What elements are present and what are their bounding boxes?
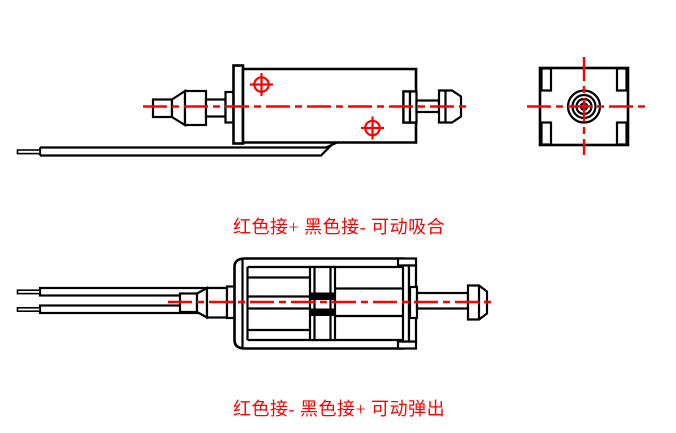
wire-outline-top — [40, 141, 338, 149]
mounting-flange — [232, 64, 245, 145]
side-view-pull-in — [16, 64, 468, 157]
end-view — [527, 57, 646, 155]
winding-mark — [310, 292, 335, 300]
position-target-icon — [361, 116, 384, 140]
label-wiring-push-out: 红色接- 黑色接+ 可动弹出 — [233, 399, 446, 419]
wire-outline-bottom — [40, 143, 333, 157]
wire-bare-tip — [16, 149, 41, 155]
winding-mark — [310, 308, 335, 316]
rod — [415, 291, 470, 310]
corner-slot — [540, 67, 553, 92]
bobbin-flange — [308, 265, 337, 342]
plunger-taper — [170, 88, 187, 127]
lead-wire — [16, 141, 338, 157]
corner-slot — [615, 67, 628, 92]
position-target-icon — [250, 73, 273, 96]
label-wiring-pull-in: 红色接+ 黑色接- 可动吸合 — [233, 217, 446, 237]
wire-bare-tip — [16, 306, 41, 312]
corner-slot — [540, 121, 553, 146]
wire-bare-tip — [16, 289, 41, 295]
side-view-push-out — [16, 257, 491, 350]
solenoid-body-section — [233, 257, 418, 350]
plunger — [151, 88, 235, 127]
corner-slot — [615, 121, 628, 146]
plunger-shaft — [204, 98, 227, 118]
plunger-tip — [151, 98, 174, 119]
plunger-head — [183, 89, 208, 127]
